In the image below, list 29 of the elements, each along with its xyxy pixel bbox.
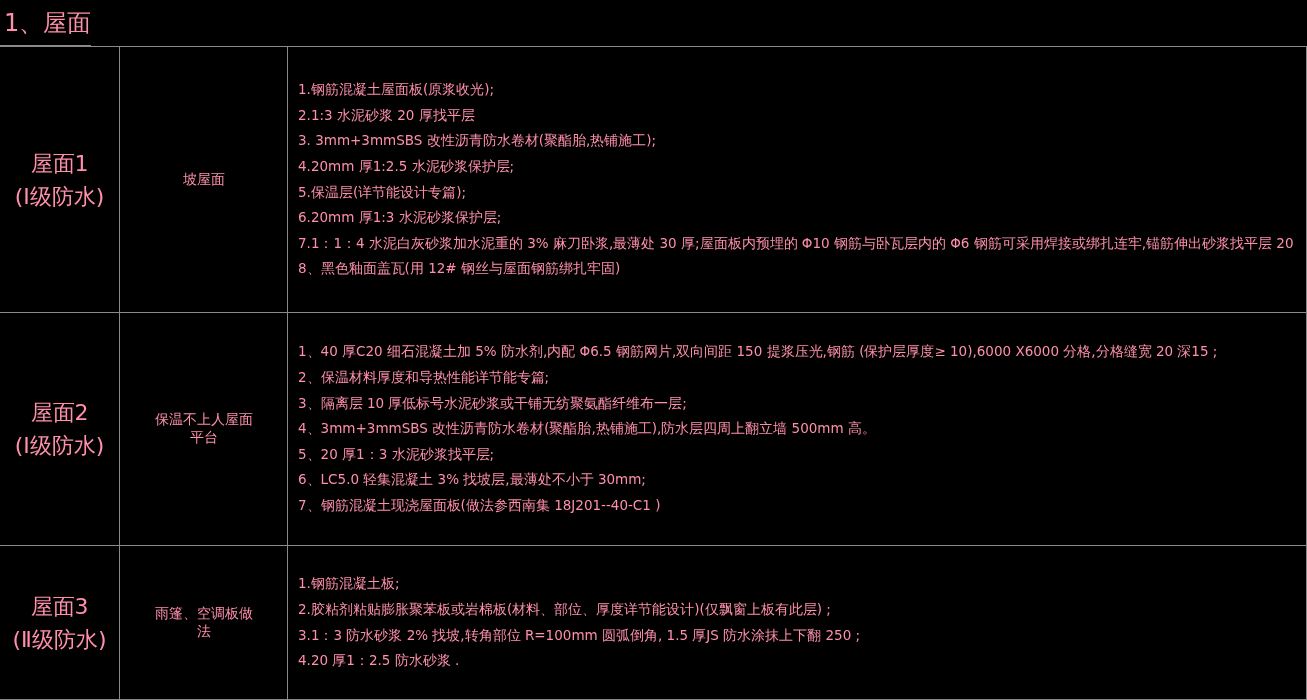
layer-spec: 8、黑色釉面盖瓦(用 12# 钢丝与屋面钢筋绑扎牢固) [298, 259, 621, 279]
layer-spec: 1.钢筋混凝土屋面板(原浆收光); [298, 79, 494, 99]
layer-spec: 4.20 厚1：2.5 防水砂浆 . [298, 651, 460, 671]
roof-type: 坡屋面 [181, 170, 226, 189]
layer-spec: 7.1：1：4 水泥白灰砂浆加水泥重的 3% 麻刀卧浆,最薄处 30 厚;屋面板内预埋的 Φ10 钢筋与卧瓦层内的 Φ6 钢筋可采用焊接或绑扎连牢,锚筋伸出砂浆找平层 20 [298, 233, 1294, 253]
roof-name: 屋面2 [30, 399, 89, 427]
layer-spec: 2.1:3 水泥砂浆 20 厚找平层 [298, 105, 475, 125]
roof-type: 保温不上人屋面平台 [153, 411, 254, 447]
layer-spec: 1、40 厚C20 细石混凝土加 5% 防水剂,内配 Φ6.5 钢筋网片,双向间距 150 提浆压光,钢筋 (保护层厚度≥ 10),6000 X6000 分格,分格缝宽 20 深15 ; [298, 342, 1218, 362]
layer-spec: 3.1：3 防水砂浆 2% 找坡,转角部位 R=100mm 圆弧倒角, 1.5 厚JS 防水涂抹上下翻 250 ; [298, 625, 861, 645]
layer-spec: 4.20mm 厚1:2.5 水泥砂浆保护层; [298, 156, 515, 176]
layer-spec: 6、LC5.0 轻集混凝土 3% 找坡层,最薄处不小于 30mm; [298, 470, 646, 490]
layer-spec: 6.20mm 厚1:3 水泥砂浆保护层; [298, 208, 502, 228]
layer-spec: 3、隔离层 10 厚低标号水泥砂浆或干铺无纺聚氨酯纤维布一层; [298, 393, 687, 413]
layer-spec: 3. 3mm+3mmSBS 改性沥青防水卷材(聚酯胎,热铺施工); [298, 131, 657, 151]
roof-name: 屋面1 [30, 149, 89, 178]
roof-name: (Ⅰ级防水) [14, 182, 105, 211]
layer-spec: 4、3mm+3mmSBS 改性沥青防水卷材(聚酯胎,热铺施工),防水层四周上翻立墙 500mm 高。 [298, 419, 876, 439]
roof-type: 雨篷、空调板做法 [153, 604, 254, 641]
layer-spec: 5.保温层(详节能设计专篇); [298, 182, 466, 202]
layer-spec: 7、钢筋混凝土现浇屋面板(做法参西南集 18J201--40-C1 ) [298, 496, 661, 516]
layer-spec: 5、20 厚1：3 水泥砂浆找平层; [298, 444, 495, 464]
layer-spec: 1.钢筋混凝土板; [298, 574, 400, 594]
layer-spec: 2、保温材料厚度和导热性能详节能专篇; [298, 367, 550, 387]
table-title: 1、屋面 [0, 0, 92, 46]
layer-spec: 2.胶粘剂粘贴膨胀聚苯板或岩棉板(材料、部位、厚度详节能设计)(仅飘窗上板有此层) ; [298, 599, 831, 619]
roof-name: (Ⅱ级防水) [12, 625, 107, 654]
roof-name: (Ⅰ级防水) [14, 432, 105, 460]
roof-name: 屋面3 [30, 592, 89, 621]
